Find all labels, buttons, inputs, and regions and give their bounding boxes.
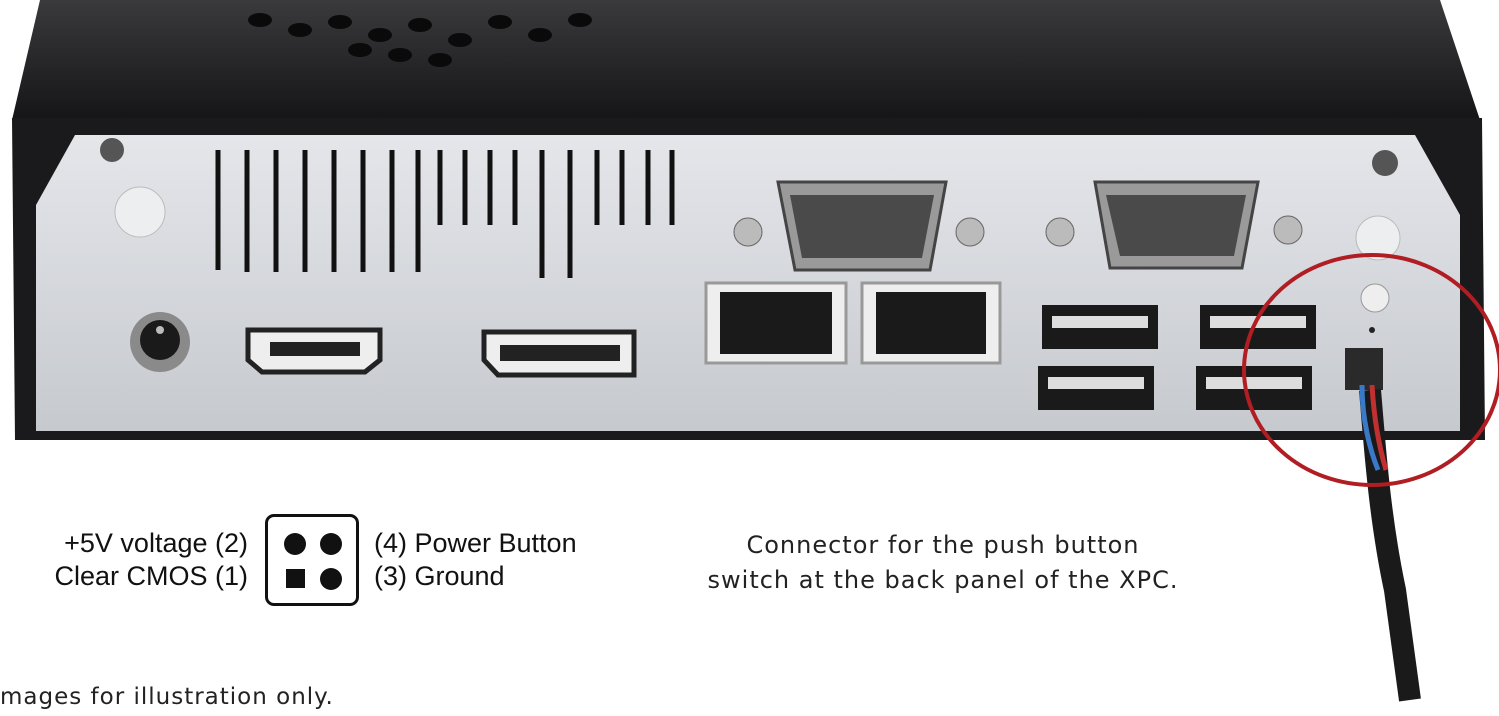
connector-caption: Connector for the push button switch at … xyxy=(640,528,1246,598)
ethernet-port xyxy=(704,281,848,365)
panel-vents xyxy=(215,150,675,278)
dc-power-jack xyxy=(130,312,190,372)
pin-label-ground: (3) Ground xyxy=(374,561,505,591)
pin-header-diagram xyxy=(265,514,359,606)
pin-2-icon xyxy=(284,533,306,555)
usb-port xyxy=(1200,305,1316,349)
usb-port xyxy=(1196,366,1312,410)
usb-port xyxy=(1042,305,1158,349)
caption-line-2: switch at the back panel of the XPC. xyxy=(707,566,1179,594)
pin-label-5v: +5V voltage (2) xyxy=(64,528,248,558)
caption-line-1: Connector for the push button xyxy=(746,531,1140,559)
highlight-circle xyxy=(1242,253,1499,487)
pin-4-icon xyxy=(320,533,342,555)
serial-port xyxy=(733,180,985,272)
pin-label-clear-cmos: Clear CMOS (1) xyxy=(54,561,248,591)
illustration-disclaimer: mages for illustration only. xyxy=(0,684,334,710)
usb-port xyxy=(1038,366,1154,410)
chassis-top xyxy=(12,0,1480,120)
screw-icon xyxy=(1372,150,1398,176)
cable xyxy=(1359,389,1421,702)
pin-label-power-button: (4) Power Button xyxy=(374,528,577,558)
pin-3-icon xyxy=(320,568,342,590)
push-button-connector xyxy=(1345,348,1383,390)
serial-port xyxy=(1045,180,1303,270)
ethernet-port xyxy=(860,281,1002,365)
screw-icon xyxy=(100,138,124,162)
pin-1-icon xyxy=(286,569,305,588)
top-vent-holes xyxy=(248,13,592,67)
